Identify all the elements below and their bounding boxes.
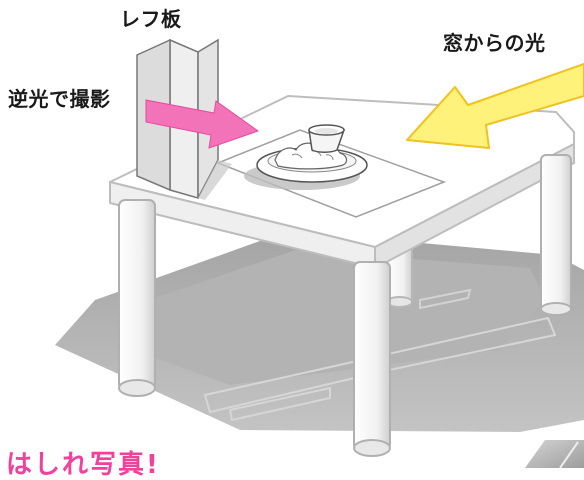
- bottom-caption: はしれ写真!: [6, 450, 160, 480]
- floor-shadow: [55, 231, 584, 432]
- plate: [256, 142, 368, 183]
- page-corner-decoration: [525, 440, 584, 468]
- reflector-label: レフ板: [120, 7, 182, 31]
- window-light-arrow: [406, 63, 584, 149]
- window-light-label: 窓からの光: [443, 31, 546, 55]
- backlight-setup-illustration: [55, 38, 584, 468]
- table-leg-front-left: [118, 199, 156, 397]
- table-leg-right: [540, 154, 572, 316]
- backlight-shooting-label: 逆光で撮影: [8, 87, 111, 111]
- cup: [308, 124, 346, 153]
- table-leg-front-right: [353, 261, 391, 457]
- reflected-light-arrow: [145, 99, 260, 149]
